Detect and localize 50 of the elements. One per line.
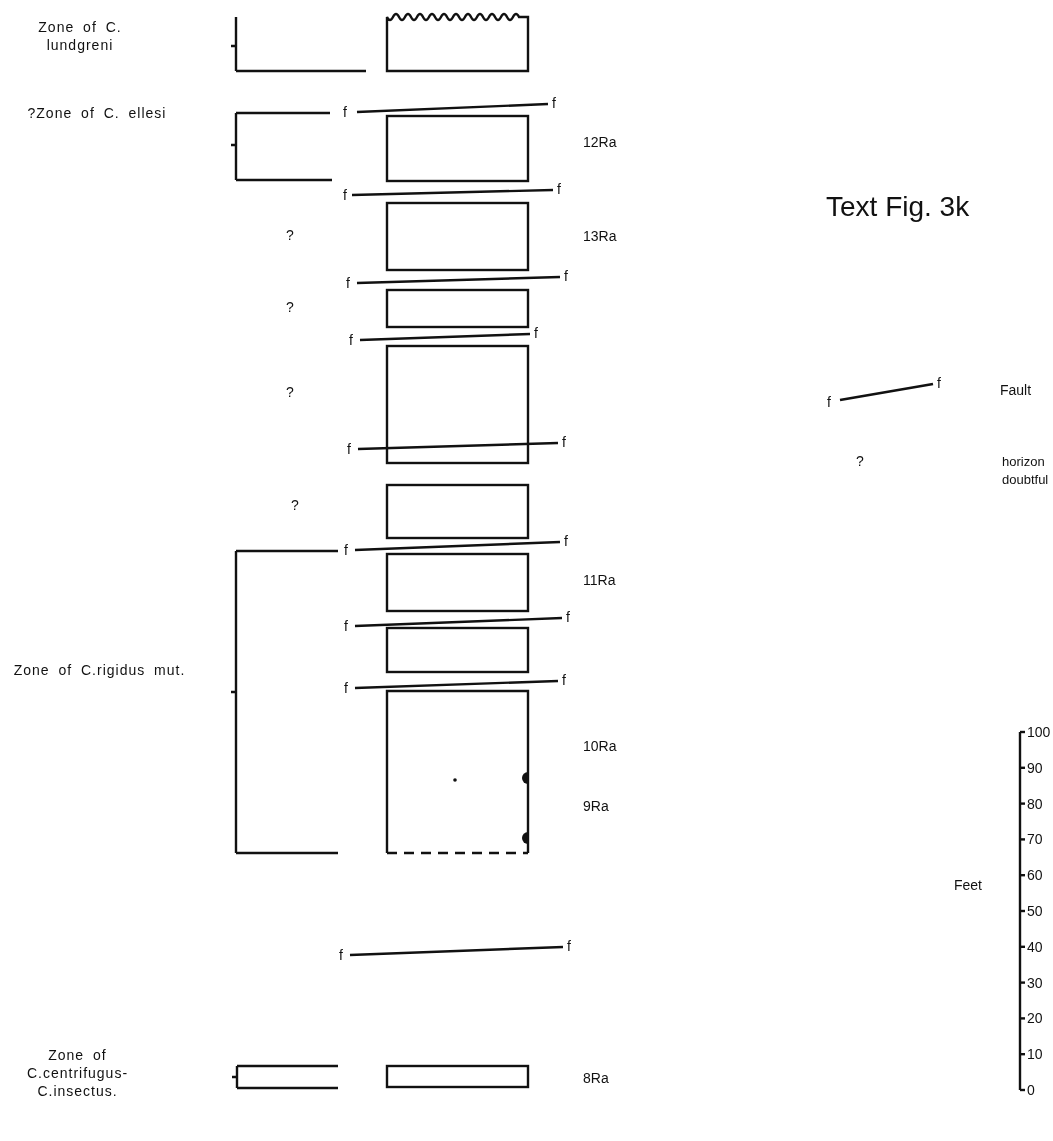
horizon-label: 12Ra (583, 133, 617, 151)
axis-label: Feet (954, 876, 982, 894)
scale-tick-label: 50 (1027, 902, 1043, 920)
fault-mark: f (534, 324, 538, 342)
fault-mark: f (347, 440, 351, 458)
fault-mark: f (564, 532, 568, 550)
fault-mark: f (349, 331, 353, 349)
legend-text: horizon doubtful (1002, 453, 1050, 489)
doubt-mark: ? (286, 298, 294, 316)
fault-mark: f (343, 103, 347, 121)
zone-name: Zone of C. lundgreni (37, 18, 123, 54)
horizon-label: 10Ra (583, 737, 617, 755)
scale-tick-label: 10 (1027, 1045, 1043, 1064)
horizon-label: 11Ra (583, 571, 616, 589)
fault-mark: f (344, 617, 348, 635)
fault-mark: f (562, 671, 566, 689)
fault-mark: f (552, 94, 556, 112)
fault-mark: f (339, 946, 343, 964)
fault-mark: f (557, 180, 561, 198)
fault-mark: f (566, 608, 570, 626)
figure-title: Text Fig. 3k (826, 190, 970, 224)
fault-mark: f (827, 393, 831, 411)
legend-text: Fault (1000, 381, 1032, 399)
fault-mark: f (937, 374, 941, 392)
zone-name: Zone of C.centrifugus- C.insectus. (25, 1046, 130, 1100)
fault-mark: f (564, 267, 568, 285)
fault-mark: f (343, 186, 347, 204)
scale-tick-label: 80 (1027, 794, 1043, 813)
fault-mark: f (562, 433, 566, 451)
scale-tick-label: 30 (1027, 973, 1043, 992)
horizon-label: 13Ra (583, 227, 617, 245)
scale-tick-label: 90 (1027, 758, 1043, 777)
doubt-mark: ? (286, 226, 294, 244)
scale-tick-label: 100 (1027, 723, 1051, 741)
fault-mark: f (344, 541, 348, 559)
scale-tick-label: 0 (1027, 1081, 1035, 1099)
fault-mark: f (567, 937, 571, 955)
zone-name: ?Zone of C. ellesi (26, 104, 168, 122)
doubt-mark: ? (291, 496, 299, 514)
horizon-label: 8Ra (583, 1069, 609, 1087)
scale-tick-label: 40 (1027, 937, 1043, 956)
scale-tick-label: 70 (1027, 830, 1043, 849)
doubt-mark: ? (856, 452, 864, 470)
horizon-label: 9Ra (583, 797, 609, 815)
fault-mark: f (346, 274, 350, 292)
fault-mark: f (344, 679, 348, 697)
scale-tick-label: 20 (1027, 1009, 1043, 1028)
zone-name: Zone of C.rigidus mut. (12, 661, 187, 679)
doubt-mark: ? (286, 383, 294, 401)
scale-tick-label: 60 (1027, 866, 1043, 885)
